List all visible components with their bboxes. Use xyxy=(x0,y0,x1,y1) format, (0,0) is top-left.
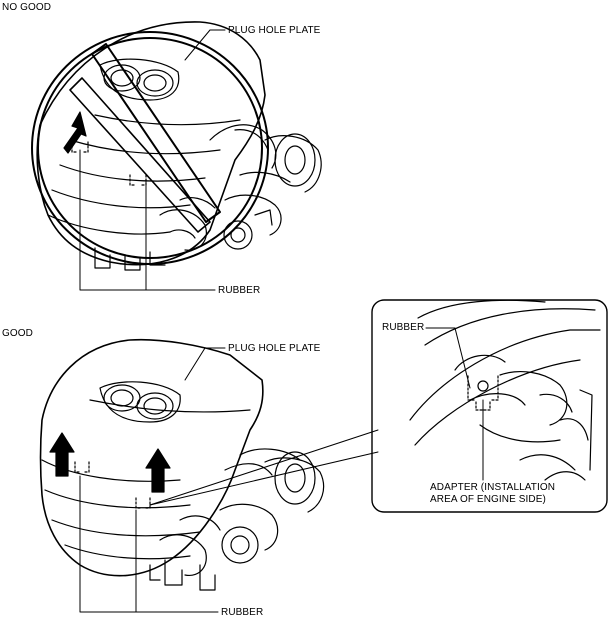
detail-callout-box xyxy=(371,299,608,513)
adapter-label-line1: ADAPTER (INSTALLATION xyxy=(430,482,556,493)
rubber-label-detail: RUBBER xyxy=(382,322,425,333)
plug-hole-plate-label-top: PLUG HOLE PLATE xyxy=(228,25,321,36)
no-good-label: NO GOOD xyxy=(2,2,52,13)
adapter-label-line2: AREA OF ENGINE SIDE) xyxy=(430,494,546,505)
leaders-bottom xyxy=(79,347,226,613)
leaders-top xyxy=(79,29,226,291)
zoom-wedge xyxy=(149,429,379,506)
rubber-label-top: RUBBER xyxy=(218,285,261,296)
prohibition-sign xyxy=(31,31,269,265)
engine-bottom xyxy=(39,338,325,591)
rubber-label-bottom: RUBBER xyxy=(221,607,264,618)
plug-hole-plate-label-bottom: PLUG HOLE PLATE xyxy=(228,343,321,354)
good-label: GOOD xyxy=(2,328,33,339)
